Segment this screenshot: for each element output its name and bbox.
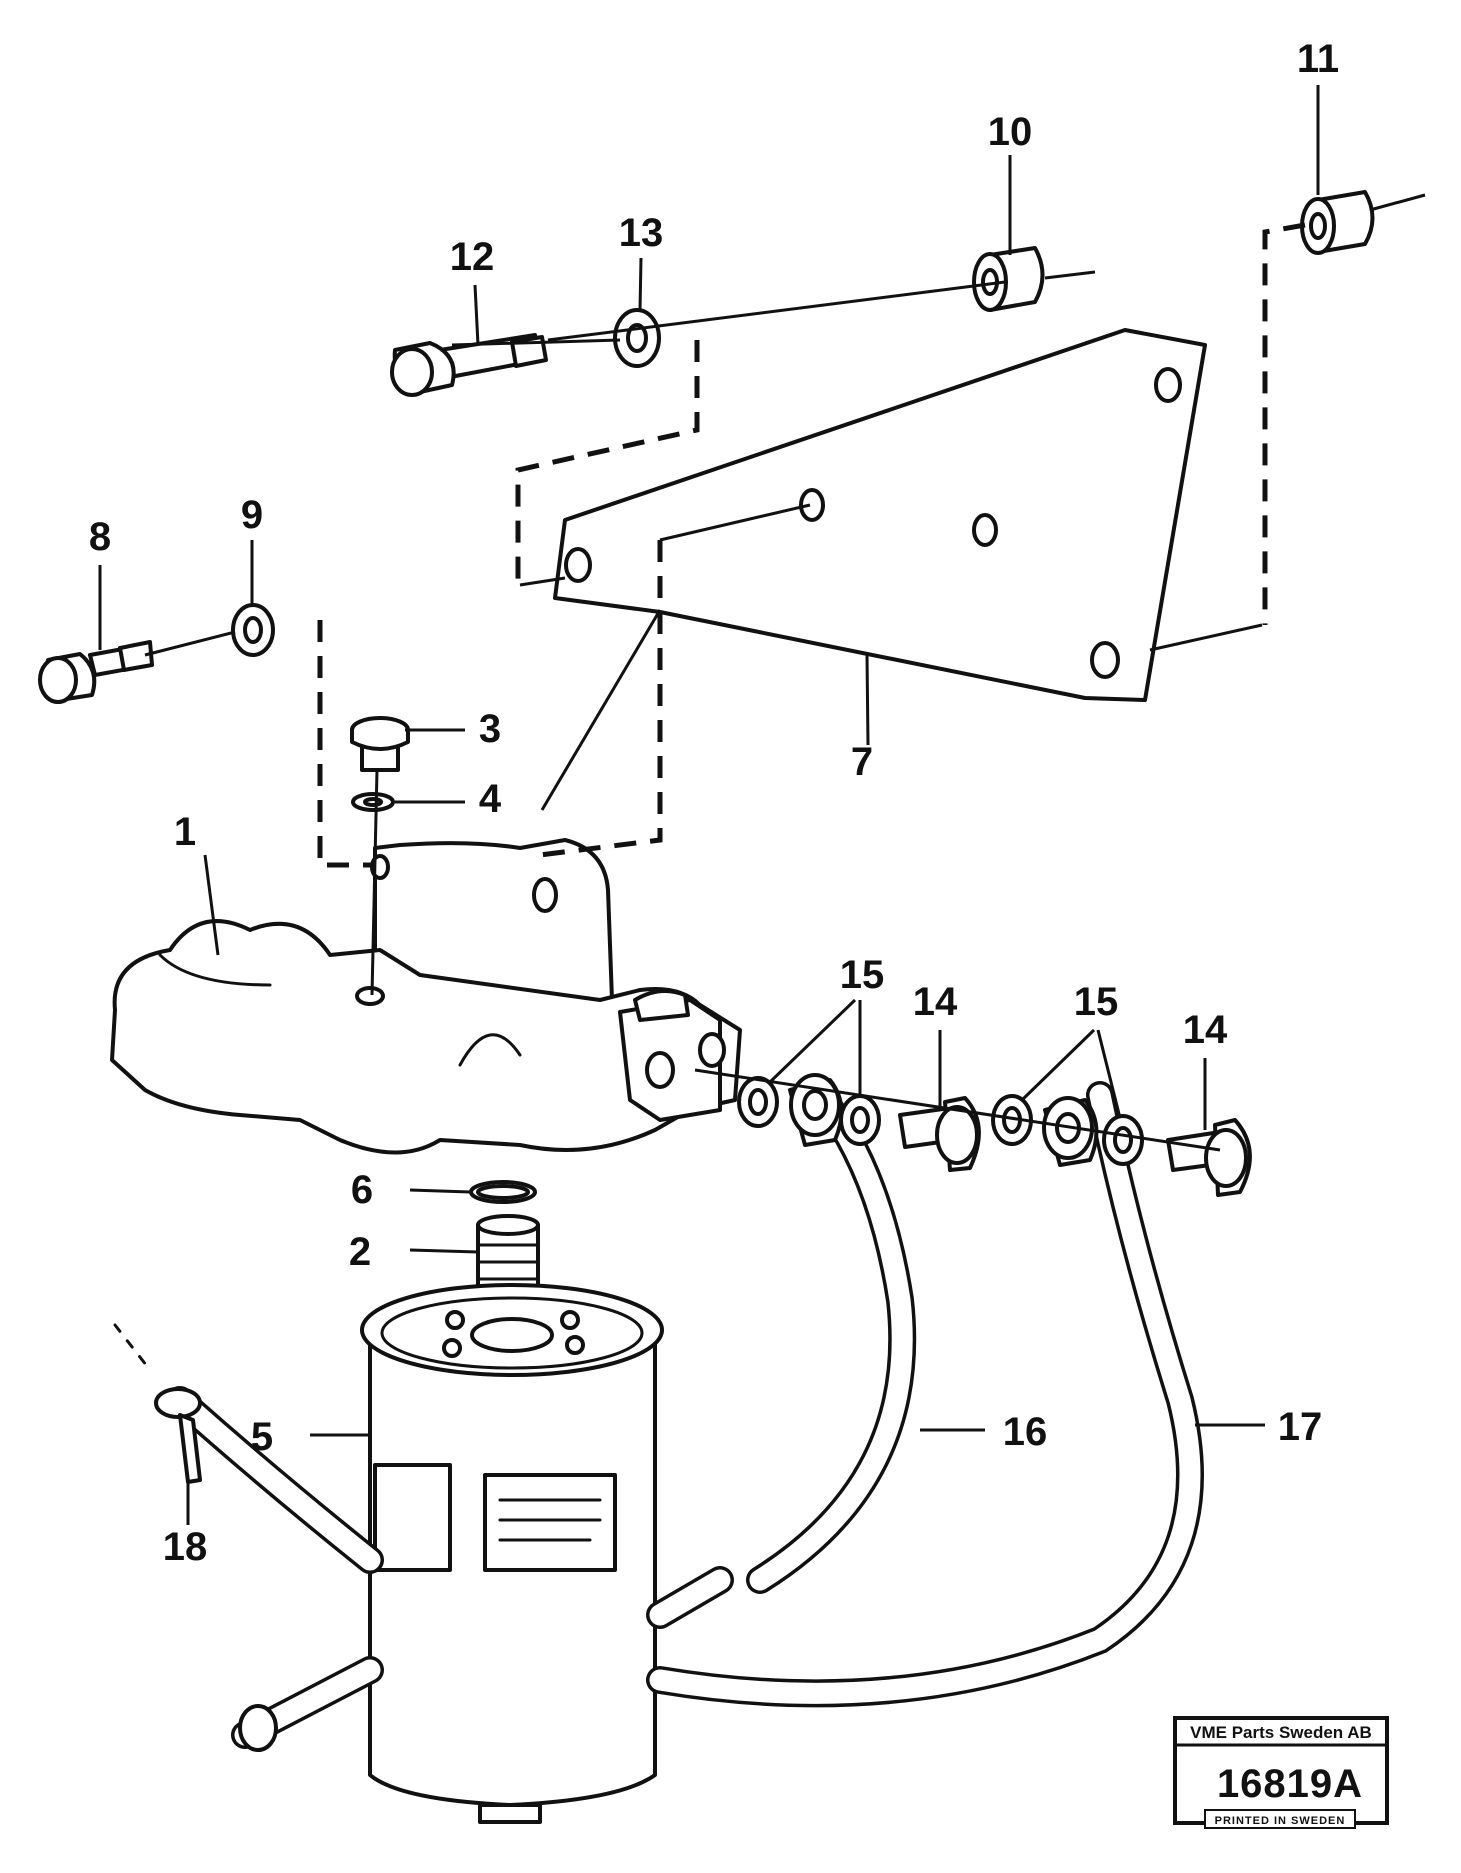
- callout-3: 3: [479, 707, 501, 751]
- callout-8: 8: [89, 515, 111, 559]
- assembly-guide-lines: [144, 193, 1426, 1152]
- spacer-sleeve-11: [1300, 190, 1375, 255]
- callout-16: 16: [1003, 1410, 1048, 1454]
- bottom-pipes: [231, 1081, 1204, 1752]
- nipple-2: [476, 1214, 540, 1297]
- callout-4: 4: [479, 777, 502, 821]
- washer-4: [351, 792, 395, 812]
- stamp-printed: PRINTED IN SWEDEN: [1215, 1815, 1346, 1827]
- callout-5: 5: [251, 1415, 273, 1459]
- bolt-8: [38, 640, 154, 704]
- dashed-assembly-lines: [317, 222, 1306, 868]
- plug-3: [350, 716, 410, 772]
- spacer-sleeve-10: [972, 246, 1045, 312]
- callout-11: 11: [1297, 37, 1339, 81]
- callout-numbers: 1 2 3 4 5 6 7 8 9 10 11 12 13 14 14 15 1…: [89, 37, 1339, 1569]
- washer-9: [231, 603, 275, 657]
- callout-17: 17: [1278, 1405, 1323, 1449]
- stamp-drawing-number: 16819A: [1217, 1762, 1363, 1806]
- pipe-18: [113, 1323, 384, 1574]
- drawing-stamp: VME Parts Sweden AB 16819A PRINTED IN SW…: [1173, 1716, 1389, 1829]
- callout-14-right: 14: [1183, 1008, 1228, 1052]
- oil-filter-5: [360, 1283, 664, 1824]
- callout-7: 7: [851, 740, 873, 784]
- banjo-assembly-left: [737, 1073, 981, 1172]
- callout-18: 18: [163, 1525, 208, 1569]
- callout-15-left: 15: [840, 953, 885, 997]
- callout-9: 9: [241, 493, 263, 537]
- callout-12: 12: [450, 235, 495, 279]
- o-ring-6: [469, 1180, 537, 1204]
- mounting-bracket: [553, 328, 1207, 702]
- plug-axis: [370, 769, 379, 996]
- callout-15-right: 15: [1074, 980, 1119, 1024]
- filter-head: [110, 838, 742, 1155]
- banjo-assembly-right: [991, 1094, 1252, 1197]
- stamp-company: VME Parts Sweden AB: [1190, 1723, 1372, 1742]
- callout-13: 13: [619, 211, 664, 255]
- callout-10: 10: [988, 110, 1033, 154]
- callout-leaders: [98, 85, 1320, 1525]
- washer-13: [613, 308, 661, 368]
- callout-2: 2: [349, 1230, 371, 1274]
- callout-1: 1: [174, 810, 196, 854]
- callout-14-left: 14: [913, 980, 958, 1024]
- bolt-12: [390, 333, 548, 397]
- callout-6: 6: [351, 1168, 373, 1212]
